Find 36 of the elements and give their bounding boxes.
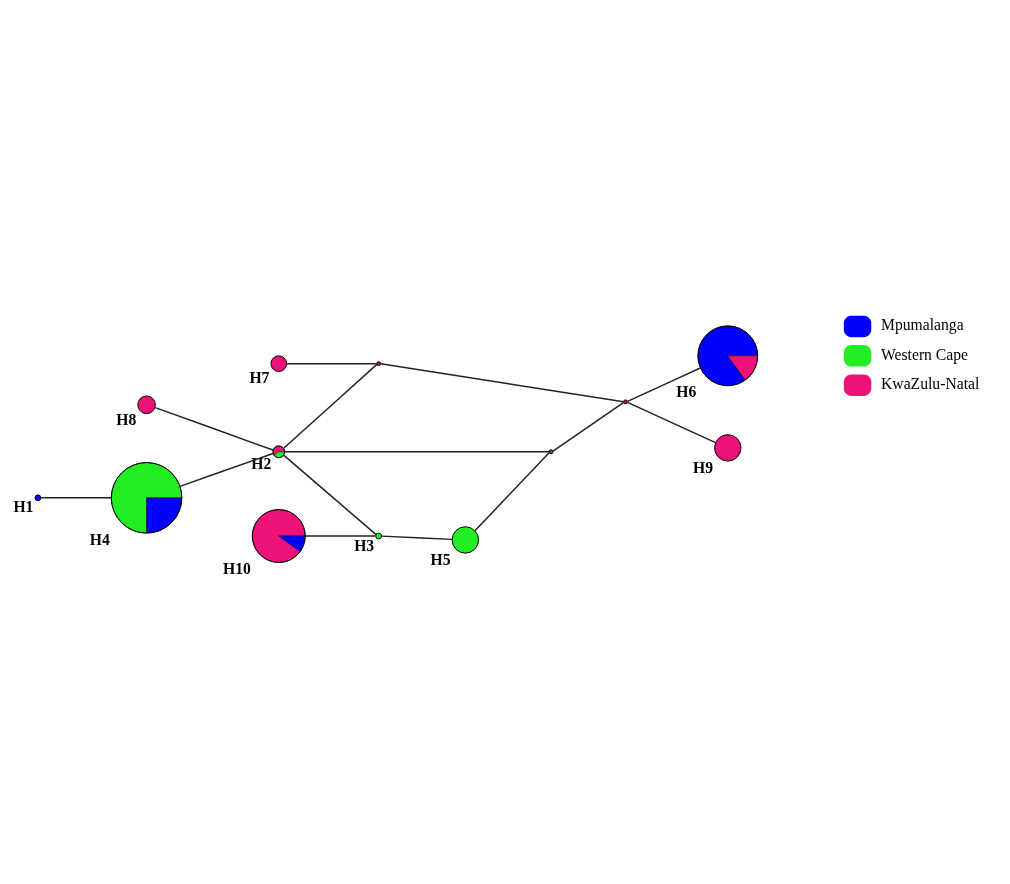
node-circle bbox=[137, 395, 156, 415]
connector bbox=[380, 363, 625, 403]
connector bbox=[381, 535, 453, 541]
legend-label: KwaZulu-Natal bbox=[881, 374, 980, 392]
node-circle bbox=[623, 399, 628, 405]
node-label: H4 bbox=[89, 530, 110, 548]
node-circle bbox=[376, 361, 382, 367]
node-label: H9 bbox=[693, 458, 714, 476]
connector bbox=[286, 362, 378, 365]
node-label: H1 bbox=[13, 498, 34, 516]
connector bbox=[40, 497, 113, 499]
node-label: H8 bbox=[116, 411, 137, 429]
connector bbox=[626, 367, 702, 403]
connector bbox=[154, 406, 274, 451]
connector bbox=[552, 401, 625, 452]
node-label: H6 bbox=[676, 383, 697, 401]
legend-label: Western Cape bbox=[881, 345, 969, 363]
node-circle bbox=[375, 532, 383, 540]
node-circle bbox=[714, 434, 742, 462]
node-label: H2 bbox=[251, 455, 272, 473]
node-label: H5 bbox=[430, 550, 451, 568]
connector bbox=[304, 535, 377, 537]
connector bbox=[283, 363, 378, 449]
connector bbox=[283, 454, 377, 536]
node-circle bbox=[451, 526, 480, 554]
connector bbox=[284, 451, 550, 453]
connector bbox=[179, 452, 274, 488]
node-label: H7 bbox=[249, 369, 270, 387]
node-circle bbox=[34, 494, 42, 502]
connector bbox=[474, 452, 550, 532]
connector bbox=[626, 401, 717, 444]
legend-label: Mpumalanga bbox=[881, 316, 964, 334]
node-circle bbox=[548, 449, 554, 455]
node-label: H3 bbox=[354, 536, 375, 554]
node-label: H10 bbox=[222, 560, 251, 578]
node-circle bbox=[270, 355, 288, 372]
